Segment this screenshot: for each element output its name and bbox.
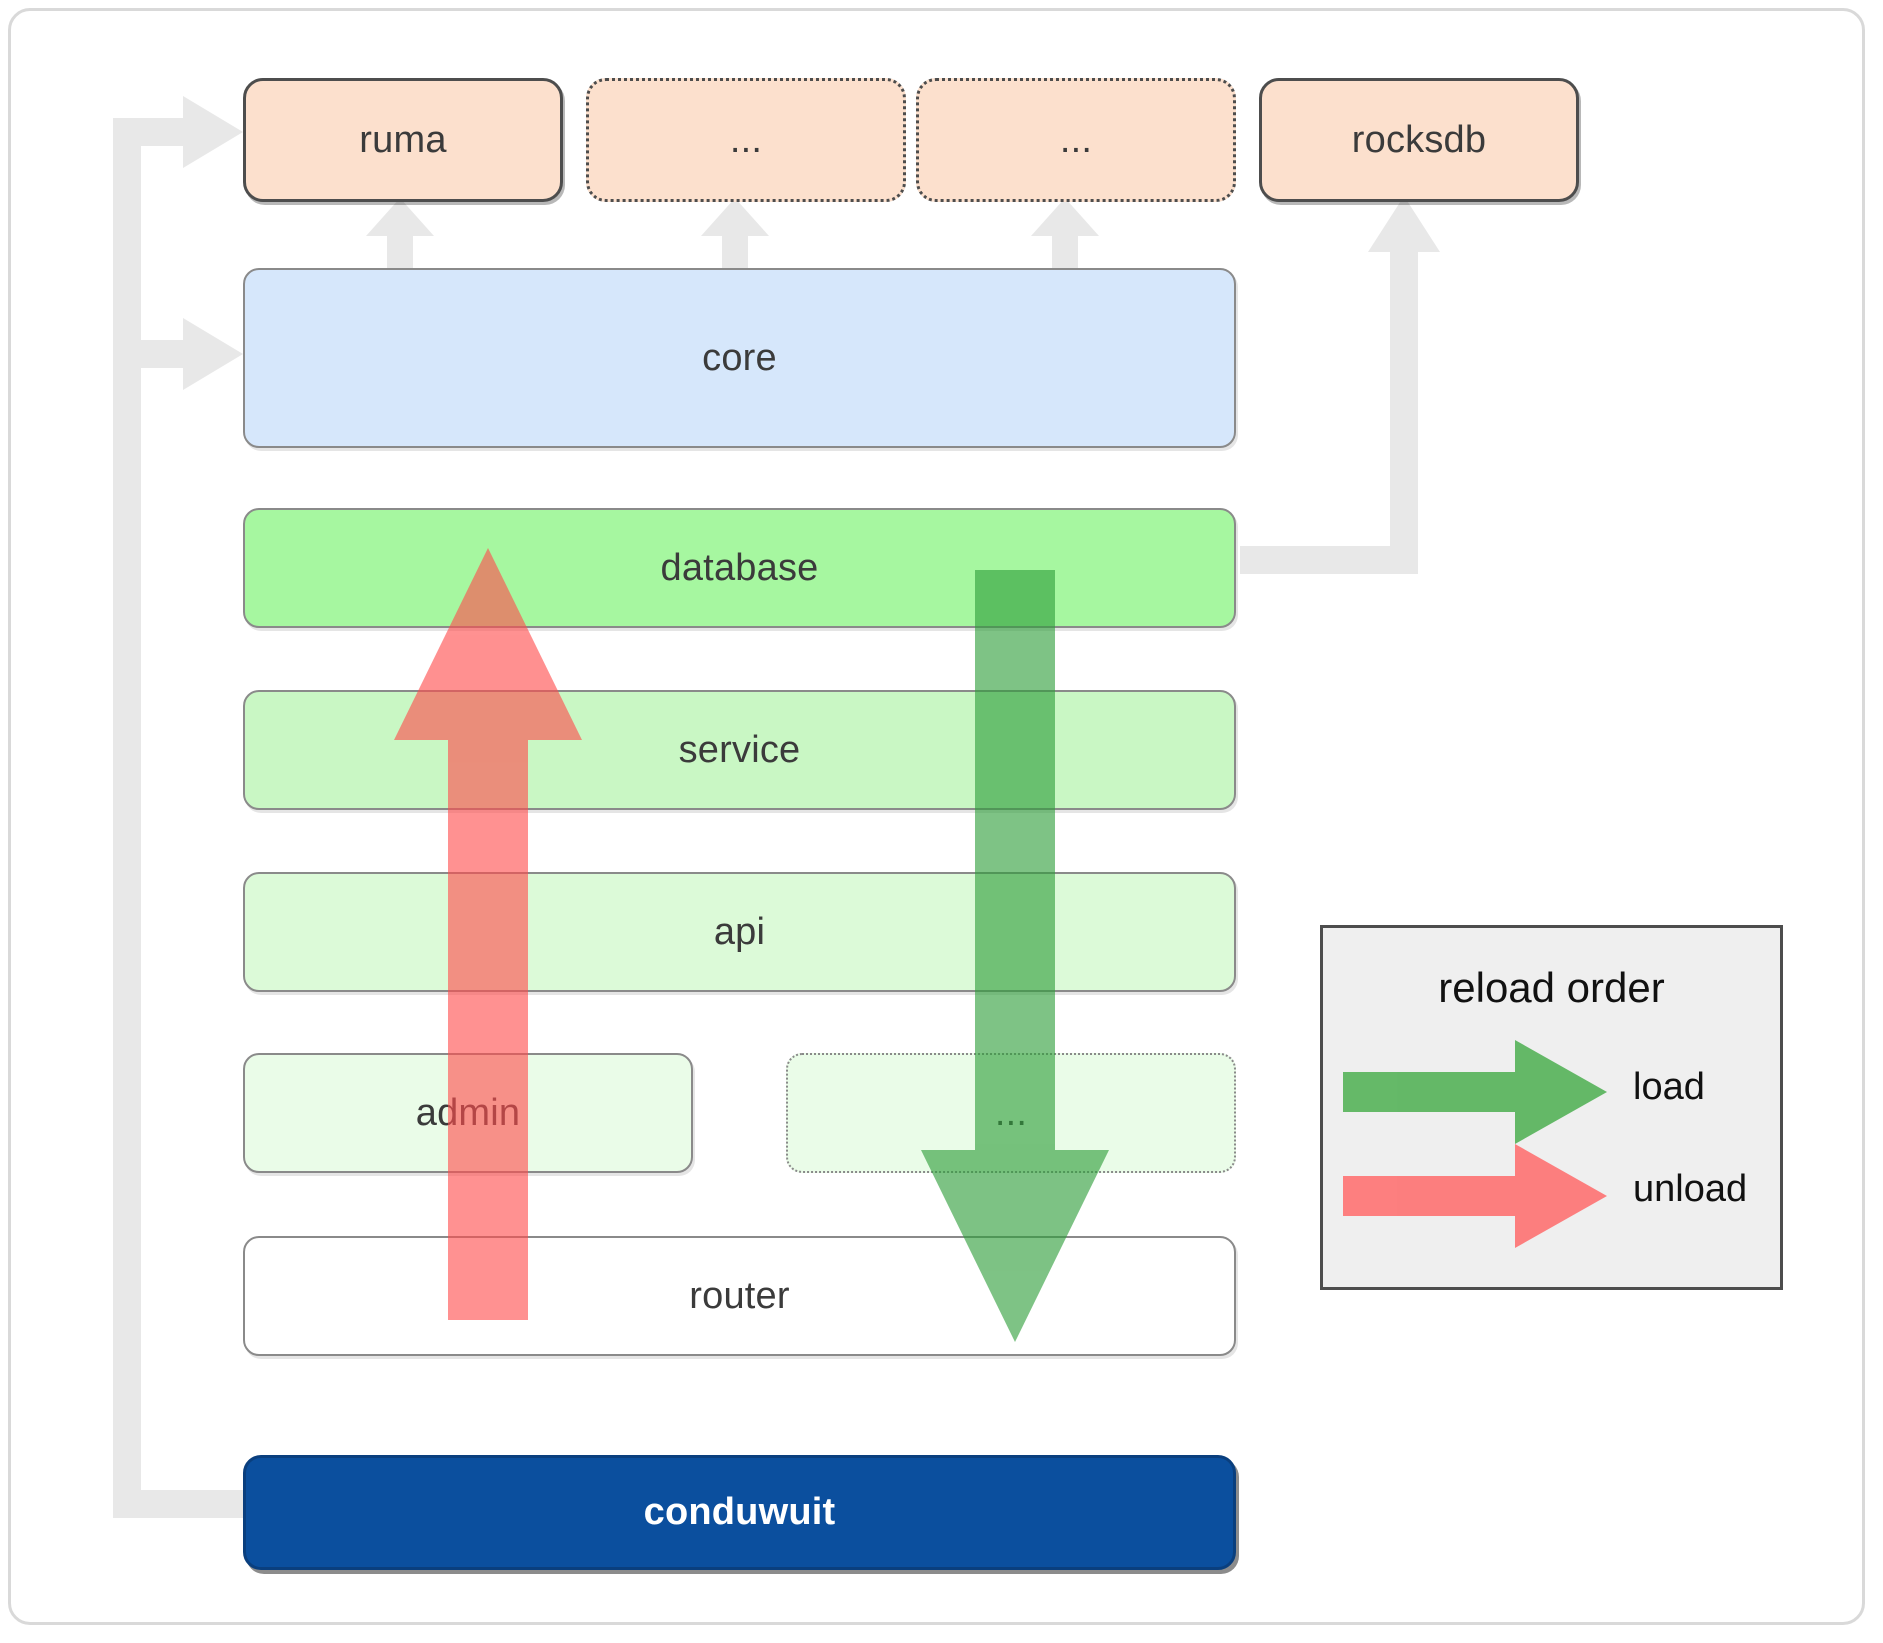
binary-box-conduwuit[interactable]: conduwuit	[243, 1455, 1236, 1570]
legend-load-arrow-icon	[1343, 1040, 1607, 1144]
dependency-box-more-2[interactable]: ...	[916, 78, 1236, 202]
dependency-label: ...	[1059, 118, 1093, 161]
layer-label: router	[689, 1274, 790, 1317]
dependency-label: rocksdb	[1351, 118, 1487, 161]
layer-box-database[interactable]: database	[243, 508, 1236, 628]
layer-box-more[interactable]: ...	[786, 1053, 1236, 1173]
layer-box-router[interactable]: router	[243, 1236, 1236, 1356]
legend-panel: reload order load unload	[1320, 925, 1783, 1290]
layer-box-api[interactable]: api	[243, 872, 1236, 992]
dependency-box-more-1[interactable]: ...	[586, 78, 906, 202]
binary-label: conduwuit	[643, 1491, 836, 1533]
layer-label: service	[678, 728, 801, 771]
layer-label: ...	[994, 1091, 1028, 1134]
layer-box-admin[interactable]: admin	[243, 1053, 693, 1173]
layer-label: database	[660, 546, 819, 589]
layer-box-service[interactable]: service	[243, 690, 1236, 810]
legend-label-unload: unload	[1633, 1168, 1748, 1210]
layer-label: admin	[415, 1091, 521, 1134]
dependency-box-rocksdb[interactable]: rocksdb	[1259, 78, 1579, 202]
legend-label-load: load	[1633, 1066, 1705, 1108]
layer-label: api	[713, 910, 766, 953]
legend-title: reload order	[1438, 964, 1665, 1011]
core-label: core	[702, 336, 777, 379]
dependency-label: ...	[729, 118, 763, 161]
core-box[interactable]: core	[243, 268, 1236, 448]
legend-unload-arrow-icon	[1343, 1144, 1607, 1248]
dependency-box-ruma[interactable]: ruma	[243, 78, 563, 202]
dependency-label: ruma	[359, 118, 447, 161]
